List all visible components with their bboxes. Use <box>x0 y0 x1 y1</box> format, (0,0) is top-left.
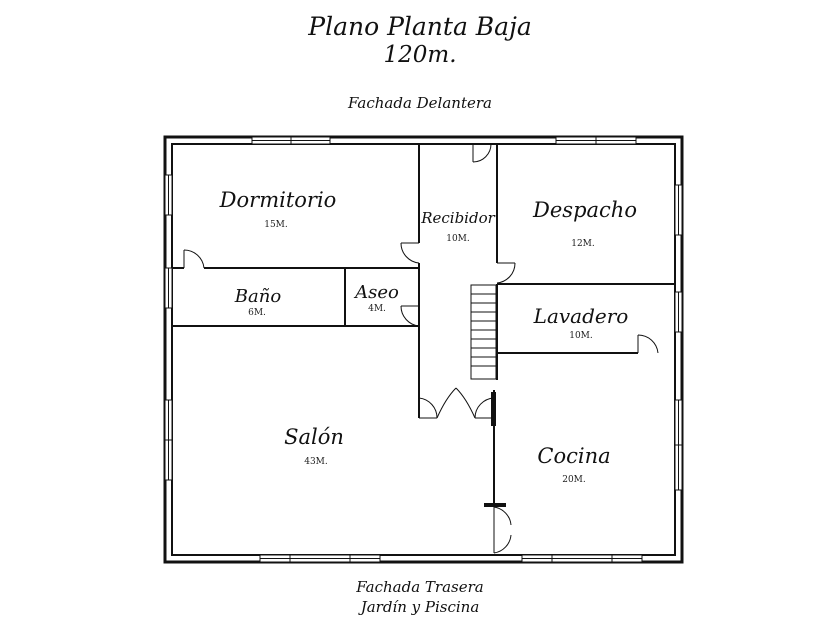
door-front-entrance <box>472 143 492 163</box>
room-area-despacho: 12M. <box>571 239 595 249</box>
room-label-lavadero: Lavadero <box>533 304 629 328</box>
plan-title: Plano Planta Baja <box>308 12 532 41</box>
windows <box>164 136 683 563</box>
room-area-salon: 43M. <box>304 457 328 467</box>
room-area-recibidor: 10M. <box>446 234 470 244</box>
wall-posts <box>484 392 506 507</box>
window-right-despacho <box>674 184 683 236</box>
window-left-salon <box>164 399 173 481</box>
room-label-salon: Salón <box>284 425 344 449</box>
doors <box>183 143 659 554</box>
door-lavadero <box>637 334 659 354</box>
door-dormitorio <box>183 249 205 269</box>
door-salon-double <box>418 387 495 419</box>
front-facade-label: Fachada Delantera <box>348 94 492 112</box>
room-area-aseo: 4M. <box>368 304 386 314</box>
door-rear-exit <box>493 506 512 554</box>
room-area-lavadero: 10M. <box>569 331 593 341</box>
room-label-aseo: Aseo <box>353 282 399 303</box>
window-left-bano <box>164 267 173 309</box>
interior-walls <box>172 144 675 505</box>
window-right-lavadero <box>674 291 683 333</box>
exterior-walls <box>163 135 684 564</box>
door-recibidor <box>400 242 420 264</box>
room-labels: Dormitorio 15M. Recibidor 10M. Despacho … <box>219 188 637 485</box>
door-despacho <box>496 262 516 284</box>
room-label-cocina: Cocina <box>537 444 610 468</box>
room-label-dormitorio: Dormitorio <box>219 188 337 212</box>
window-right-cocina <box>674 399 683 491</box>
room-label-recibidor: Recibidor <box>420 209 495 227</box>
door-aseo <box>400 305 420 327</box>
staircase <box>470 284 497 380</box>
window-top-left <box>251 136 331 145</box>
window-top-right <box>555 136 637 145</box>
room-area-dormitorio: 15M. <box>264 220 288 230</box>
window-bottom-left <box>259 554 381 563</box>
room-area-cocina: 20M. <box>562 475 586 485</box>
garden-pool-label: Jardín y Piscina <box>360 598 480 616</box>
plan-total-area: 120m. <box>383 42 457 68</box>
room-label-despacho: Despacho <box>532 198 637 222</box>
rear-facade-label: Fachada Trasera <box>356 578 484 596</box>
window-bottom-right <box>521 554 643 563</box>
room-label-bano: Baño <box>234 286 282 307</box>
room-area-bano: 6M. <box>248 308 266 318</box>
window-left-dormitorio <box>164 174 173 216</box>
